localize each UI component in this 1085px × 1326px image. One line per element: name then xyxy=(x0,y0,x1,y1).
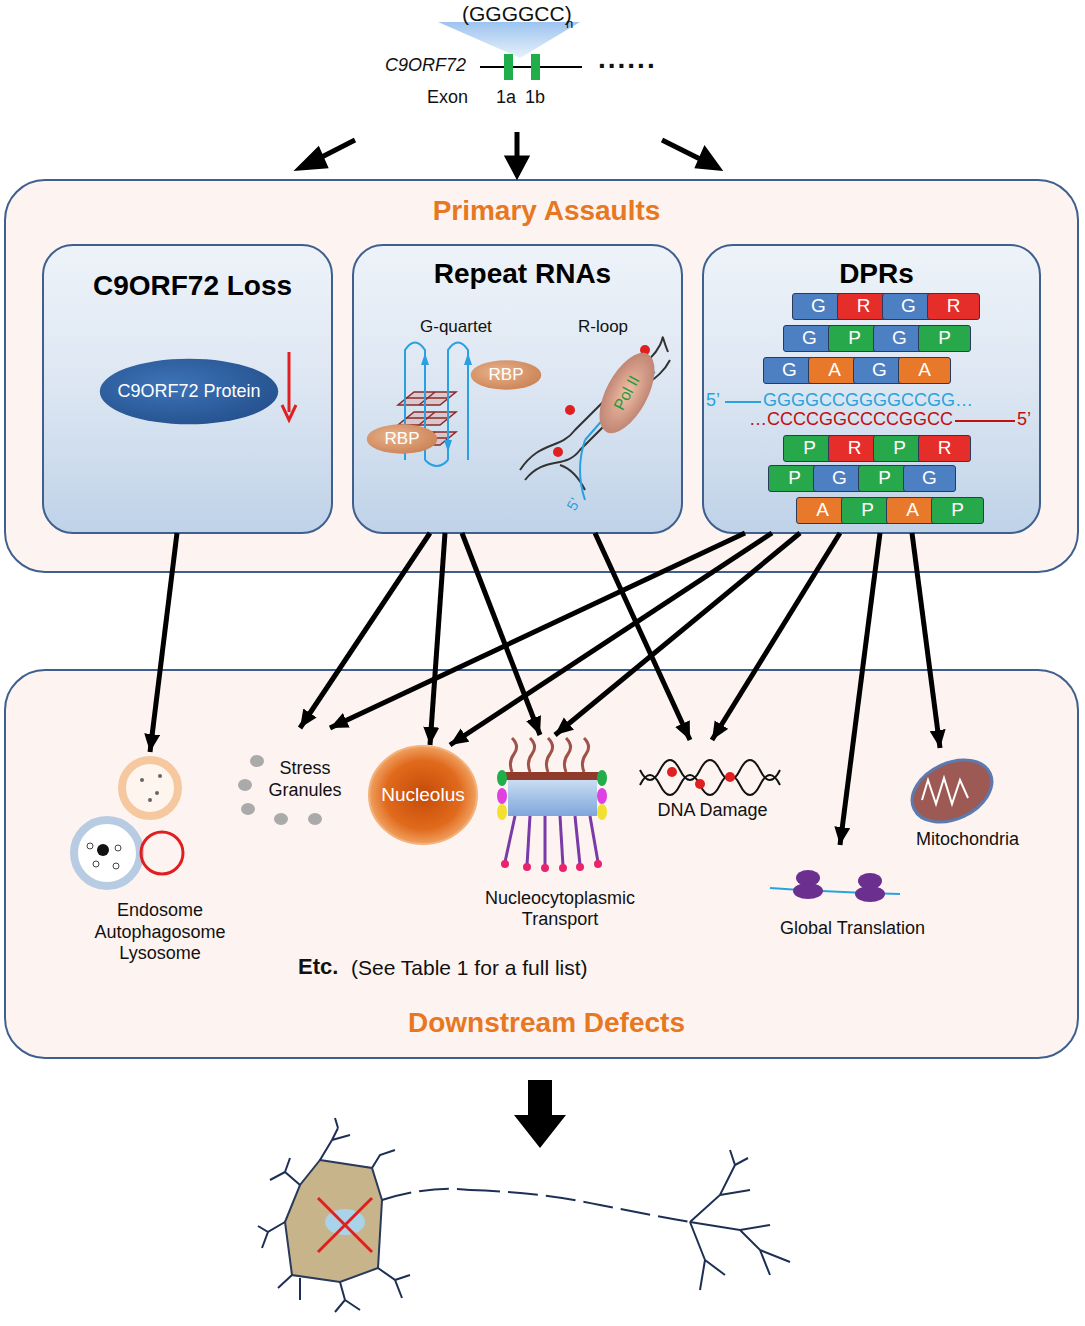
annotation-label: G-quartet xyxy=(420,318,492,337)
node-text: P xyxy=(932,498,983,523)
annotation-label: (GGGGCC) xyxy=(462,2,572,25)
node-text: RBP xyxy=(470,360,542,390)
annotation-label: (See Table 1 for a full list) xyxy=(351,956,588,979)
residue-box: P xyxy=(931,497,984,524)
node-text: P xyxy=(919,326,970,351)
annotation-label: n xyxy=(566,17,573,31)
arrow-connector xyxy=(430,533,445,745)
arrow-connector xyxy=(300,533,430,728)
defect-node: DNA Damage xyxy=(635,740,790,824)
ellipse-node: Nucleolus xyxy=(368,745,478,845)
residue-box: P xyxy=(918,325,971,352)
category-box: DPRsGRGRGPGPGAGAPRPRPGPGAPAP xyxy=(703,245,1050,533)
residue-box: R xyxy=(918,435,971,462)
node-text: DPRs xyxy=(703,257,1050,291)
annotation-label: 1a xyxy=(496,88,516,108)
node-text: Global Translation xyxy=(760,918,945,940)
node-text: Endosome Autophagosome Lysosome xyxy=(70,900,250,965)
annotation-label: 5’ xyxy=(564,495,584,513)
node-text: Nucleolus xyxy=(368,745,478,845)
category-box: Repeat RNAsRBP RBP Pol II xyxy=(353,245,692,533)
annotation-label: R-loop xyxy=(578,318,628,337)
node-text: R xyxy=(919,436,970,461)
node-text: C9ORF72 Protein xyxy=(98,358,280,425)
annotation-label: 5’ xyxy=(1017,410,1031,430)
node-text: Repeat RNAs xyxy=(353,257,692,291)
arrow-connector xyxy=(840,533,880,845)
annotation-label: …CCCCGGCCCCGGCC xyxy=(749,410,953,430)
annotation-label: GGGGCCGGGGCCGG… xyxy=(763,391,973,411)
node-text: Nucleocytoplasmic Transport xyxy=(470,888,650,931)
node-text: RBP xyxy=(366,424,438,454)
node-text: Primary Assaults xyxy=(5,194,1085,228)
annotation-label: 1b xyxy=(525,88,545,108)
annotation-label: 5’ xyxy=(706,391,720,411)
group-panel: Downstream Defects Endosome Autophagosome… xyxy=(5,670,1085,1058)
residue-box: R xyxy=(927,293,980,320)
ellipse-node: C9ORF72 Protein xyxy=(98,358,280,425)
defect-node: Global Translation xyxy=(760,845,945,942)
residue-box: A xyxy=(898,357,951,384)
residue-box: G xyxy=(903,465,956,492)
arrow-connector xyxy=(712,533,840,740)
annotation-label: ...... xyxy=(598,44,657,75)
node-text: Stress Granules xyxy=(262,758,348,801)
node-text: A xyxy=(899,358,950,383)
annotation-label: Etc. xyxy=(298,955,338,979)
node-text: Mitochondria xyxy=(895,829,1040,851)
ellipse-node: RBP xyxy=(366,424,438,454)
node-text: R xyxy=(928,294,979,319)
node-text: Pol II xyxy=(587,343,666,442)
defect-node: Nucleocytoplasmic Transport xyxy=(470,735,650,933)
category-box: C9ORF72 LossC9ORF72 Protein xyxy=(43,245,342,533)
defect-node: Endosome Autophagosome Lysosome xyxy=(70,752,250,967)
ellipse-node: Pol II xyxy=(587,343,666,442)
defect-node: Mitochondria xyxy=(895,748,1040,853)
ellipse-node: RBP xyxy=(470,360,542,390)
arrow-connector xyxy=(555,533,800,735)
annotation-label: C9ORF72 xyxy=(385,56,466,76)
group-panel: Primary AssaultsC9ORF72 LossC9ORF72 Prot… xyxy=(5,180,1085,572)
node-text: G xyxy=(904,466,955,491)
node-text: Downstream Defects xyxy=(5,1006,1085,1040)
annotation-label: Exon xyxy=(427,88,468,108)
defect-node: Stress Granules xyxy=(238,728,348,828)
node-text: C9ORF72 Loss xyxy=(43,269,342,303)
arrow-connector xyxy=(150,533,177,752)
arrow-connector xyxy=(450,533,772,745)
node-text: DNA Damage xyxy=(635,800,790,822)
arrow-connector xyxy=(912,533,940,748)
